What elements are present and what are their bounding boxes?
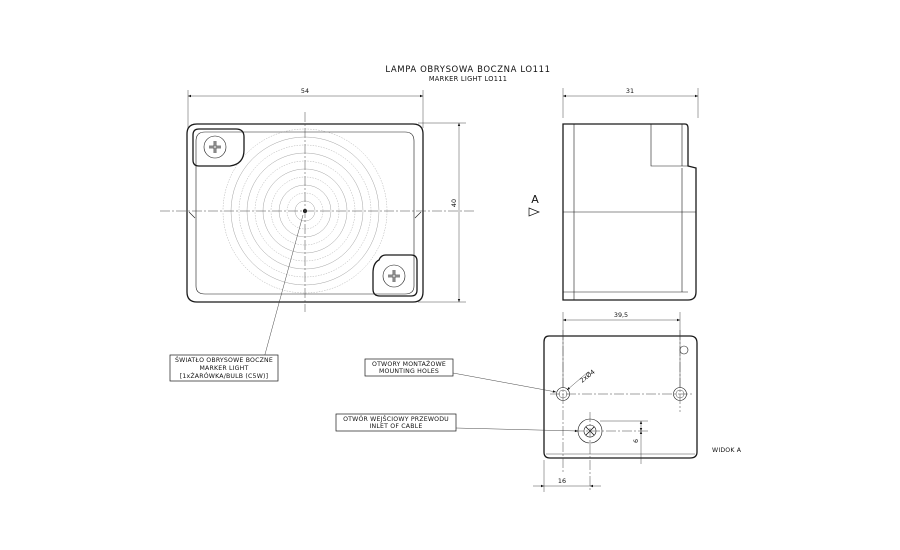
screw-top-left	[192, 128, 245, 167]
lamp-housing-outline	[186, 123, 424, 303]
front-height-dimension: 40	[418, 122, 466, 303]
cable-offset-dimension: 16	[533, 460, 601, 492]
drawing-title: LAMPA OBRYSOWA BOCZNA LO111 MARKER LIGHT…	[385, 65, 550, 83]
dimension-cable-offset-label: 16	[558, 477, 566, 485]
dimension-depth-label: 31	[626, 87, 634, 95]
callout-light: ŚWIATŁO OBRYSOWE BOCZNE MARKER LIGHT [1x…	[169, 354, 279, 382]
callout-holes: OTWORY MONTAŻOWE MOUNTING HOLES	[364, 358, 557, 393]
dimension-width-label: 54	[301, 87, 309, 95]
dimension-hole-spacing-label: 39,5	[614, 311, 628, 319]
view-marker: A	[531, 193, 539, 206]
holes-label-line-2: MOUNTING HOLES	[379, 368, 439, 375]
inlet-label-line-2: INLET OF CABLE	[370, 423, 423, 430]
front-view: 54 40	[160, 87, 475, 359]
dimension-height-label: 40	[450, 199, 458, 207]
view-a-arrow: A	[528, 193, 540, 217]
front-width-dimension: 54	[187, 87, 424, 128]
title-line-1: LAMPA OBRYSOWA BOCZNA LO111	[385, 65, 550, 75]
light-label-line-2: MARKER LIGHT	[199, 365, 248, 372]
holes-label-line-1: OTWORY MONTAŻOWE	[372, 359, 446, 368]
side-depth-dimension: 31	[562, 87, 699, 118]
side-view: 31 A	[528, 87, 699, 301]
bottom-view-outline	[543, 335, 698, 459]
light-label-line-1: ŚWIATŁO OBRYSOWE BOCZNE	[175, 355, 273, 364]
small-hole	[679, 345, 689, 355]
screw-bottom-right	[372, 254, 418, 297]
view-a: 39,5 2xØ4	[533, 311, 742, 492]
cable-vertical-dimension: 6	[600, 420, 648, 464]
callout-inlet: OTWÓR WEJŚCIOWY PRZEWODU INLET OF CABLE	[335, 413, 579, 433]
title-line-2: MARKER LIGHT LO111	[429, 75, 507, 83]
inlet-label-line-1: OTWÓR WEJŚCIOWY PRZEWODU	[343, 414, 449, 423]
light-label-line-3: [1xŻARÓWKA/BULB (C5W)]	[180, 371, 269, 380]
hole-diameter-label: 2xØ4	[578, 368, 596, 385]
view-a-label: WIDOK A	[712, 447, 742, 454]
dimension-cable-vertical-label: 6	[632, 439, 640, 443]
side-body-outline	[562, 123, 697, 301]
lamp-lens-outline	[195, 131, 415, 295]
